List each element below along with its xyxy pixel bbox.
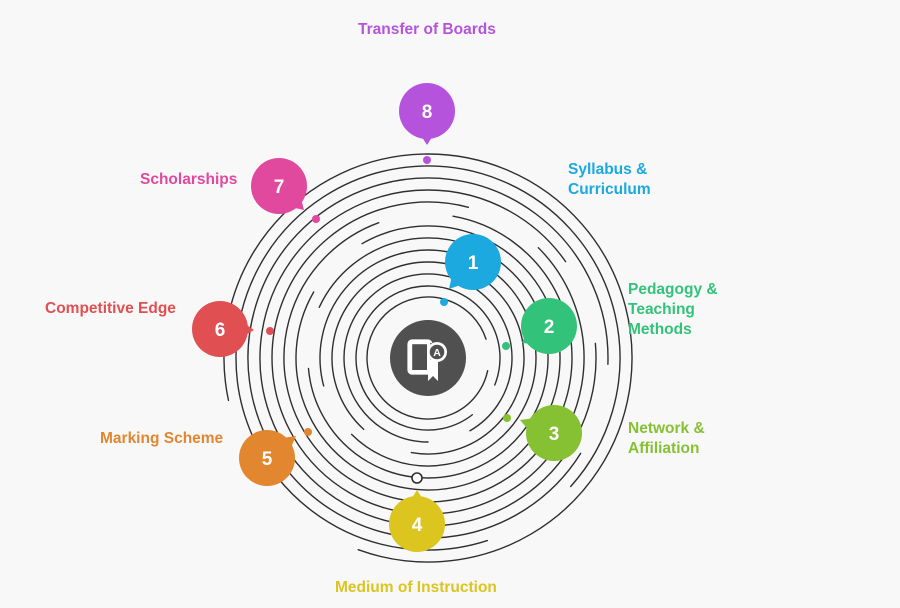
marker-5: 5 xyxy=(239,430,296,486)
marker-2: 2 xyxy=(521,298,577,354)
ring-dot-4 xyxy=(411,472,423,484)
marker-circle-3 xyxy=(526,405,582,461)
item-label-3: Network & Affiliation xyxy=(628,420,705,457)
marker-number-2: 2 xyxy=(544,317,555,338)
item-label-7: Scholarships xyxy=(140,171,238,188)
marker-number-6: 6 xyxy=(215,320,226,341)
certificate-tablet-icon: A xyxy=(407,339,447,381)
item-label-2: Pedagogy & Teaching Methods xyxy=(628,281,718,338)
ring-dot-8 xyxy=(423,156,431,164)
marker-1: 1 xyxy=(445,234,501,290)
center-hub: A xyxy=(390,320,466,396)
marker-circle-5 xyxy=(239,430,295,486)
ring-arc xyxy=(307,237,549,479)
item-label-1: Syllabus & Curriculum xyxy=(568,161,651,198)
marker-8: 8 xyxy=(399,83,455,145)
marker-3: 3 xyxy=(520,405,582,461)
ring-arcs xyxy=(223,153,633,563)
ring-dot-2 xyxy=(502,342,510,350)
ring-arc xyxy=(366,296,489,420)
marker-number-8: 8 xyxy=(422,102,433,123)
item-label-8: Transfer of Boards xyxy=(358,21,496,38)
ring-dot-7 xyxy=(312,215,320,223)
ring-arc xyxy=(223,153,633,563)
marker-number-1: 1 xyxy=(468,253,479,274)
marker-circle-1 xyxy=(445,234,501,290)
ring-dot-3 xyxy=(503,414,511,422)
ring-dots xyxy=(266,156,511,484)
marker-number-4: 4 xyxy=(412,515,423,536)
ring-dot-6 xyxy=(266,327,274,335)
ring-dot-5 xyxy=(304,428,312,436)
ring-arc xyxy=(343,273,513,443)
marker-7: 7 xyxy=(251,158,307,214)
marker-number-7: 7 xyxy=(274,177,285,198)
marker-4: 4 xyxy=(389,490,445,552)
item-label-5: Marking Scheme xyxy=(100,430,224,447)
ring-arc xyxy=(355,285,501,431)
ring-arc xyxy=(259,189,597,527)
marker-6: 6 xyxy=(192,301,254,357)
center-icon-letter: A xyxy=(433,347,441,359)
ring-arc xyxy=(247,177,609,539)
marker-circle-4 xyxy=(389,496,445,552)
marker-circle-8 xyxy=(399,83,455,139)
marker-circle-6 xyxy=(192,301,248,357)
marker-circle-7 xyxy=(251,158,307,214)
ring-dot-1 xyxy=(440,298,448,306)
ring-arc xyxy=(283,215,573,503)
ring-arc xyxy=(271,201,585,515)
item-label-6: Competitive Edge xyxy=(45,300,176,317)
marker-number-3: 3 xyxy=(549,424,560,445)
marker-number-5: 5 xyxy=(262,449,273,470)
marker-circle-2 xyxy=(521,298,577,354)
item-label-4: Medium of Instruction xyxy=(335,579,497,596)
number-markers: 1 2 3 4 5 6 7 8 xyxy=(192,83,582,552)
ring-arc xyxy=(235,165,621,551)
ring-arc xyxy=(319,249,537,467)
